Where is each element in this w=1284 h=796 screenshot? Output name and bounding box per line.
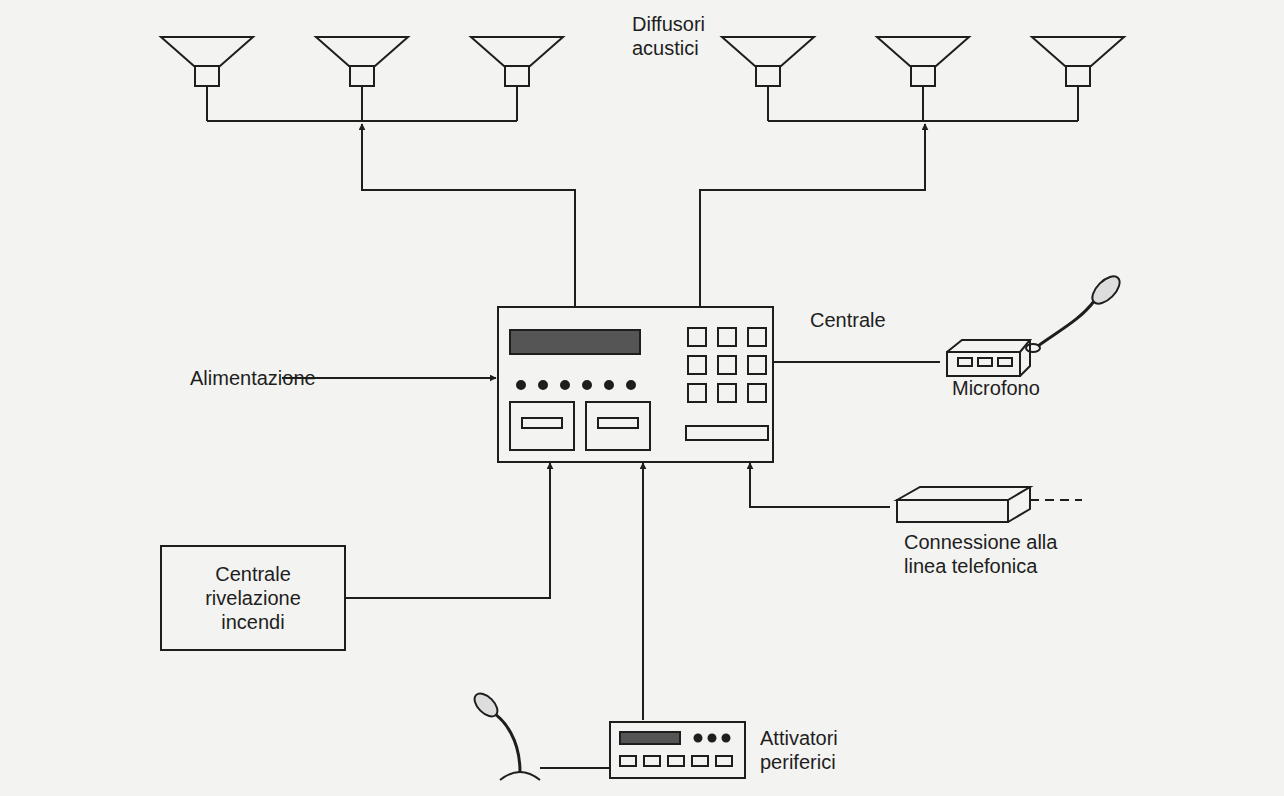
speaker-feed: [362, 124, 575, 306]
peripheral-activators: Attivatori periferici: [607, 720, 857, 782]
connector: [774, 361, 940, 363]
connector: [750, 463, 890, 507]
node-label: Microfono: [952, 376, 1040, 400]
speaker-group: [722, 37, 1124, 121]
panel-details: [510, 328, 768, 450]
telephone-interface-symbol: [897, 487, 1082, 522]
speaker-wire: [207, 120, 517, 122]
connector: [642, 463, 644, 720]
speaker-group: [161, 37, 563, 121]
speaker-symbol: [316, 37, 408, 121]
activator-symbol: [470, 689, 745, 780]
node-label: Attivatori periferici: [760, 726, 855, 774]
node-label: Centrale rivelazione incendi: [162, 562, 344, 634]
fire-detection-panel: Centrale rivelazione incendi: [160, 545, 346, 651]
speaker-wire: [768, 120, 1078, 122]
connector: [346, 463, 550, 598]
node-label: Connessione alla linea telefonica: [904, 530, 1080, 578]
speaker-symbol: [877, 37, 969, 121]
speaker-symbol: [161, 37, 253, 121]
telephone-interface: Connessione alla linea telefonica: [890, 484, 1082, 580]
central-unit: Centrale: [497, 306, 774, 463]
power-label: Alimentazione: [190, 366, 360, 390]
microphone-unit: Microfono: [940, 336, 1080, 402]
microphone-symbol: [947, 272, 1124, 376]
speaker-symbol: [471, 37, 563, 121]
speakers-label: Diffusori acustici: [632, 12, 742, 60]
node-label: Centrale: [810, 308, 886, 332]
speaker-symbol: [722, 37, 814, 121]
speaker-symbol: [1032, 37, 1124, 121]
speaker-feed: [700, 124, 925, 306]
